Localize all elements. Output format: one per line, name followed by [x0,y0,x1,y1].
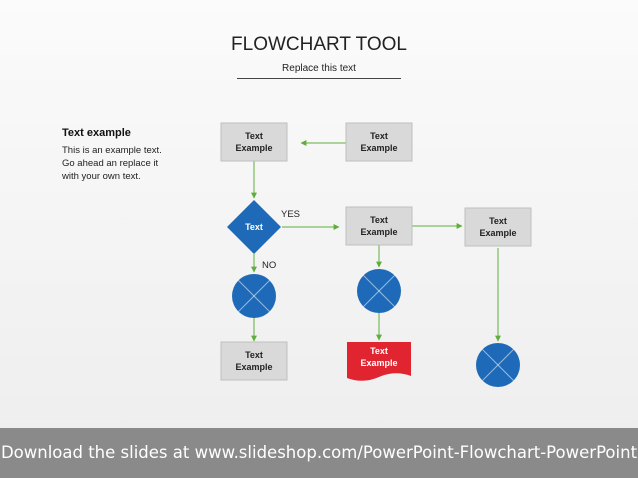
connector-left [232,274,276,318]
node-label: Example [360,143,397,153]
node-label: Text [370,215,388,225]
node-label: Example [360,358,397,368]
connector-cross-line [482,349,514,381]
process-box-shape [345,122,413,162]
decision: Text [227,200,281,254]
node-label: Text [245,350,263,360]
connector-cross-line [363,275,395,307]
process-box-shape [220,122,288,162]
node-label: Text [370,131,388,141]
side-text-line: This is an example text. [62,145,162,156]
node-label: Text [489,216,507,226]
side-text-body: This is an example text. Go ahead an rep… [62,144,202,183]
document-shape [347,342,411,381]
connector-cross-line [238,280,270,312]
flowchart-diagram: TextExampleTextExampleTextTextExampleTex… [220,122,532,387]
node-label: Text [370,346,388,356]
decision-diamond-shape [227,200,281,254]
connector-right [476,343,520,387]
process-box-shape [345,206,413,246]
node-label: Example [235,143,272,153]
edge-labels-layer: YES NO [262,209,300,271]
title-underline [237,78,401,79]
slide-subtitle: Replace this text [282,63,356,74]
side-text-line: with your own text. [62,171,141,182]
connector-middle [357,269,401,313]
node-label: Text [245,131,263,141]
nodes-layer: TextExampleTextExampleTextTextExampleTex… [220,122,532,387]
slide-title: FLOWCHART TOOL [231,34,407,55]
node-label: Text [245,222,263,232]
side-text-line: Go ahead an replace it [62,158,159,169]
edge-label-yes: YES [281,209,300,220]
edges-layer [251,140,501,342]
node-label: Example [235,362,272,372]
process-box-shape [220,341,288,381]
node-label: Example [479,228,516,238]
edge-label-no: NO [262,260,276,271]
node-label: Example [360,227,397,237]
download-footer: Download the slides at www.slideshop.com… [0,428,638,478]
slide: FLOWCHART TOOL Replace this text Text ex… [62,34,532,387]
process-box-shape [464,207,532,247]
side-text-heading: Text example [62,127,131,139]
